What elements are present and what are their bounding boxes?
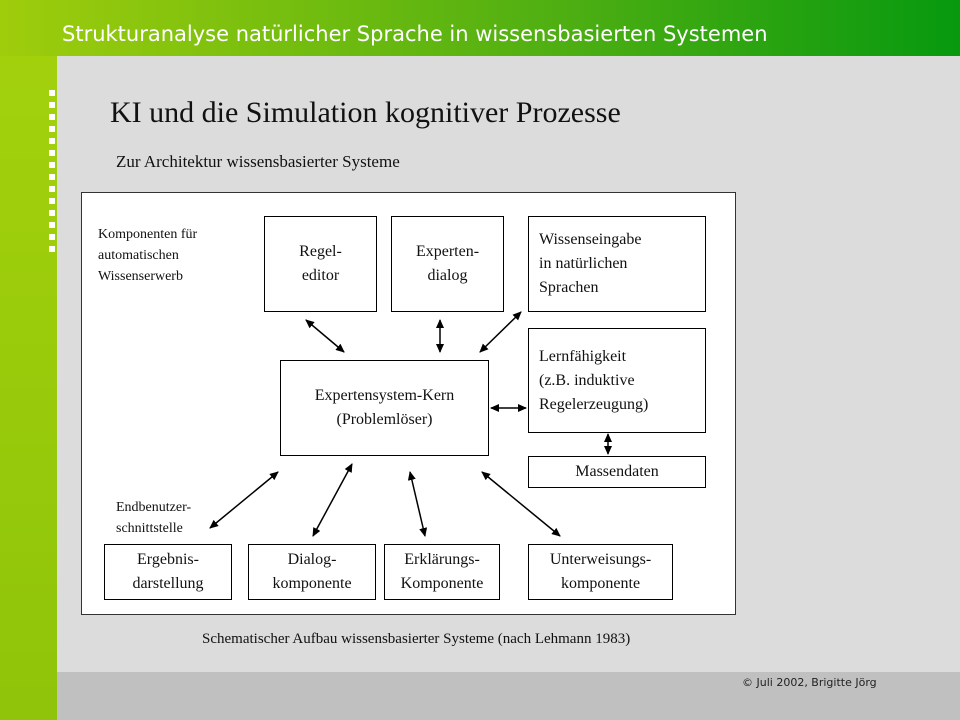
box-erklaerungskomponente: Erklärungs- Komponente: [384, 544, 500, 600]
dot-marker: [49, 246, 55, 252]
box-lernfaehigkeit: Lernfähigkeit (z.B. induktive Regelerzeu…: [528, 328, 706, 433]
dot-marker: [49, 198, 55, 204]
dot-marker: [49, 186, 55, 192]
dot-marker: [49, 174, 55, 180]
box-experten-dialog: Experten- dialog: [391, 216, 504, 312]
note-user-interface: Endbenutzer- schnittstelle: [116, 500, 192, 536]
dot-marker: [49, 114, 55, 120]
arrow-wissenseingabe-kern: [479, 311, 522, 353]
dot-marker: [49, 90, 55, 96]
footer-bar: [57, 672, 960, 720]
note-knowledge-acquisition: Komponenten für automatischen Wissenserw…: [98, 227, 198, 284]
dot-marker: [49, 126, 55, 132]
dot-marker: [49, 138, 55, 144]
box-wissenseingabe: Wissenseingabe in natürlichen Sprachen: [528, 216, 706, 312]
side-bar: [0, 0, 57, 720]
box-expertensystem-kern: Expertensystem-Kern (Problemlöser): [280, 360, 489, 456]
dot-marker: [49, 102, 55, 108]
box-unterweisungskomponente: Unterweisungs- komponente: [528, 544, 673, 600]
arrow-kern-unterweisung: [481, 471, 561, 537]
dot-marker: [49, 210, 55, 216]
box-dialogkomponente: Dialog- komponente: [248, 544, 376, 600]
arrow-regel-editor-kern: [305, 319, 345, 353]
header-bar: [0, 0, 960, 56]
dot-marker: [49, 234, 55, 240]
arrow-kern-dialog: [312, 463, 353, 537]
dot-marker: [49, 222, 55, 228]
arrow-kern-erklaerung: [407, 471, 428, 537]
arrow-kern-ergebnis: [209, 471, 279, 529]
dot-marker: [49, 162, 55, 168]
box-regel-editor: Regel- editor: [264, 216, 377, 312]
box-ergebnisdarstellung: Ergebnis- darstellung: [104, 544, 232, 600]
footer-copyright: © Juli 2002, Brigitte Jörg: [742, 676, 877, 689]
diagram-caption: Schematischer Aufbau wissensbasierter Sy…: [202, 631, 631, 647]
slide-subtitle: Zur Architektur wissensbasierter Systeme: [116, 152, 400, 171]
header-title: Strukturanalyse natürlicher Sprache in w…: [62, 22, 768, 46]
slide-title: KI und die Simulation kognitiver Prozess…: [110, 96, 621, 129]
dot-marker: [49, 150, 55, 156]
